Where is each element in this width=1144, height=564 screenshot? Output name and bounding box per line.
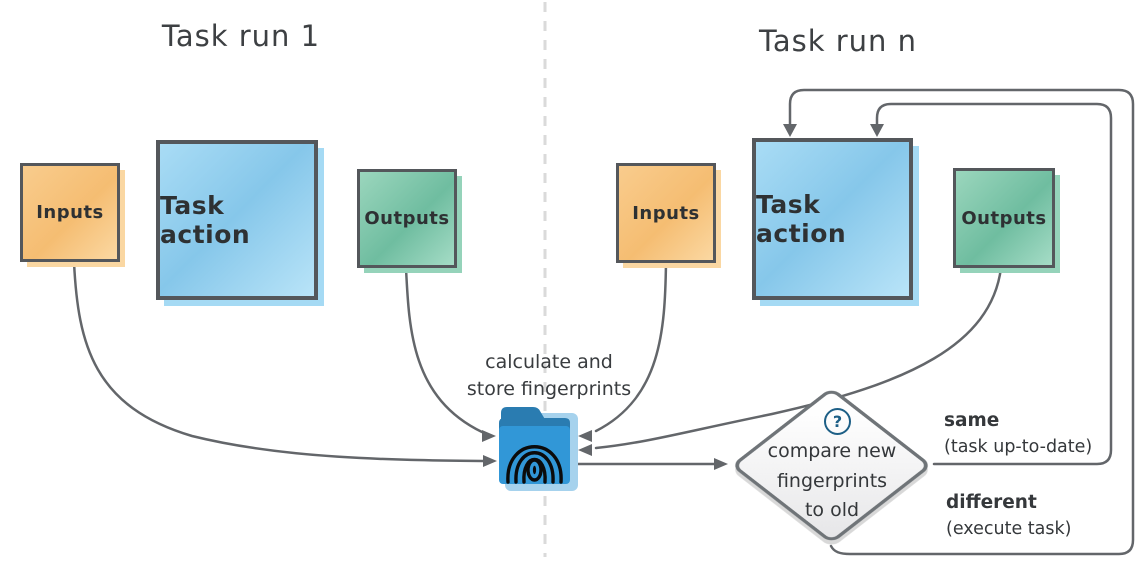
run1-task-action-label: Task action bbox=[160, 191, 251, 249]
run1-outputs-box: Outputs bbox=[357, 169, 457, 268]
connector-edges bbox=[72, 88, 1135, 556]
decision-text: compare new fingerprints to old bbox=[742, 437, 922, 526]
runn-task-action-box: Task action bbox=[752, 138, 913, 300]
fingerprint-glyph bbox=[506, 445, 563, 484]
edge-runn-inputs-to-store bbox=[594, 261, 668, 433]
arrowhead-runn-inputs bbox=[578, 430, 592, 442]
outcome-same: same (task up-to-date) bbox=[944, 408, 1092, 460]
run1-task-action-box: Task action bbox=[156, 140, 318, 300]
runn-inputs-label: Inputs bbox=[632, 202, 700, 224]
edge-run1-inputs-to-store bbox=[72, 260, 486, 463]
outcome-different-detail: (execute task) bbox=[946, 519, 1072, 539]
outcome-same-label: same bbox=[944, 410, 1000, 431]
fingerprint-core-ring bbox=[526, 458, 543, 482]
outcome-different: different (execute task) bbox=[946, 489, 1071, 543]
run1-outputs-label: Outputs bbox=[364, 208, 450, 229]
runn-outputs-box: Outputs bbox=[953, 168, 1055, 268]
fingerprint-caption-line2: store fingerprints bbox=[466, 378, 632, 400]
arrowhead-different-into-task bbox=[783, 124, 797, 137]
edge-runn-outputs-to-store bbox=[594, 266, 1003, 450]
arrowhead-into-decision bbox=[714, 458, 728, 470]
runn-inputs-box: Inputs bbox=[616, 163, 716, 263]
arrowhead-run1-outputs bbox=[482, 430, 496, 442]
arrowhead-runn-outputs bbox=[578, 444, 592, 456]
runn-title: Task run n bbox=[758, 24, 918, 58]
fingerprint-caption: calculate and store fingerprints bbox=[449, 349, 649, 403]
edge-run1-outputs-to-store bbox=[404, 266, 484, 434]
fingerprint-folder-icon bbox=[499, 407, 578, 491]
run1-inputs-label: Inputs bbox=[36, 202, 104, 223]
run1-inputs-box: Inputs bbox=[20, 163, 120, 262]
arrowheads bbox=[482, 124, 884, 470]
runn-task-action-label: Task action bbox=[756, 190, 847, 248]
arrowhead-run1-inputs bbox=[483, 455, 497, 467]
outcome-different-label: different bbox=[946, 492, 1037, 513]
runn-outputs-label: Outputs bbox=[961, 207, 1047, 229]
fingerprint-core-dot bbox=[532, 465, 537, 475]
decision-line1: compare new bbox=[767, 440, 897, 462]
outcome-same-detail: (task up-to-date) bbox=[944, 437, 1093, 457]
question-mark-icon: ? bbox=[824, 408, 851, 435]
edge-different-loop bbox=[788, 88, 1135, 556]
edge-same-loop bbox=[875, 102, 1113, 466]
arrowhead-same-into-task bbox=[870, 124, 884, 137]
fingerprint-caption-line1: calculate and bbox=[485, 351, 613, 373]
decision-line2: fingerprints bbox=[776, 469, 888, 492]
fingerprint-ring-mid bbox=[514, 451, 555, 484]
run1-title: Task run 1 bbox=[161, 19, 321, 53]
fingerprint-ring-outer bbox=[506, 445, 563, 484]
decision-line3: to old bbox=[804, 499, 860, 521]
